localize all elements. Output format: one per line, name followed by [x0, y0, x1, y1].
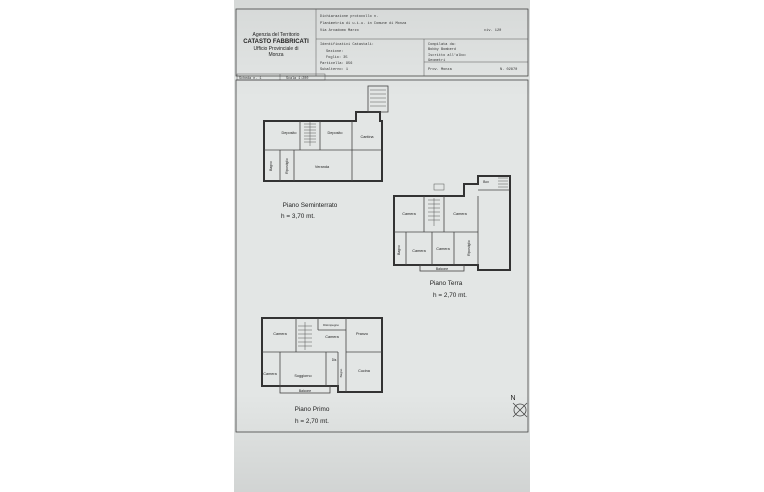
particella: Particella: 956 [320, 61, 352, 66]
room-camera-t3: Camera [412, 249, 426, 253]
sezione: Sezione: [326, 49, 343, 54]
plan-primo: Camera Disimpegno Camera Pranzo Camera S… [261, 317, 383, 394]
room-veranda: Veranda [315, 165, 330, 169]
plan-seminterrato: Deposito Deposito Cantina Bagno Ripostig… [263, 85, 389, 182]
scheda-number: Scheda n. 1 [239, 76, 261, 81]
room-deposito-1: Deposito [282, 131, 297, 135]
floor-seminterrato-height: h = 3,70 mt. [281, 213, 315, 220]
room-camera-t2: Camera [453, 212, 467, 216]
room-camera-t4: Camera [436, 247, 450, 251]
floor-terra-height: h = 2,70 mt. [433, 292, 467, 299]
doc-line-1: Dichiarazione protocollo n. [320, 14, 378, 19]
room-bagno-p: Bagno [339, 368, 343, 377]
office-line-2: CATASTO FABBRICATI [243, 39, 309, 45]
room-balcone-p: Balcone [299, 389, 311, 393]
room-cucina: Cucina [358, 369, 371, 373]
room-camera-p1: Camera [273, 332, 287, 336]
office-line-1: Agenzia del Territorio [253, 32, 300, 38]
room-soggiorno: Soggiorno [294, 374, 311, 378]
sheet-shadow [234, 0, 530, 492]
floor-terra-name: Piano Terra [430, 280, 463, 287]
room-bagno-t: Bagno [397, 245, 401, 255]
north-arrow-icon [512, 402, 528, 418]
compilata-name: Bobby Bomberd [428, 47, 456, 52]
room-balcone-t: Balcone [436, 267, 448, 271]
scala: Scala 1:200 [286, 76, 308, 81]
foglio: Foglio: 35 [326, 55, 348, 60]
office-line-4: Monza [268, 52, 283, 58]
room-camera-p3: Camera [263, 372, 277, 376]
document-sheet [234, 0, 530, 492]
room-ripostiglio-t: Ripostiglio [467, 240, 471, 256]
room-bagno-s: Bagno [269, 161, 273, 171]
room-cantina: Cantina [360, 135, 374, 139]
floor-primo-name: Piano Primo [295, 406, 330, 413]
number: N. 02870 [500, 68, 517, 72]
floor-primo-height: h = 2,70 mt. [295, 418, 329, 425]
room-pranzo: Pranzo [356, 332, 368, 336]
north-label: N [510, 395, 515, 402]
plan-terra: Box Camera Camera Bagno Camera Camera Ri… [393, 175, 511, 272]
room-dis: Dis [332, 358, 337, 362]
id-title: Identificativi Catastali: [320, 42, 374, 47]
office-line-3: Ufficio Provinciale di [254, 46, 299, 52]
room-box: Box [483, 180, 489, 184]
room-camera-t1: Camera [402, 212, 416, 216]
floor-seminterrato-name: Piano Seminterrato [283, 202, 338, 209]
civ-number: civ. 120 [484, 28, 501, 33]
room-ripostiglio-s: Ripostiglio [285, 158, 289, 174]
iscritto: Iscritto all'albo: [428, 53, 467, 58]
floor-plan-drawing: Agenzia del Territorio CATASTO FABBRICAT… [235, 8, 529, 433]
doc-line-3: Via Arcadomo Marzo [320, 28, 359, 33]
albo: Geometri [428, 58, 445, 63]
room-disimpegno: Disimpegno [323, 323, 339, 327]
room-deposito-2: Deposito [328, 131, 343, 135]
compilata-title: Compilata da: [428, 42, 456, 47]
header-frame [235, 8, 529, 77]
room-camera-p2: Camera [325, 335, 339, 339]
subalterno: Subalterno: 1 [320, 67, 348, 72]
prov: Prov. Monza [428, 67, 453, 72]
drawing-frame [235, 79, 529, 433]
doc-line-2: Planimetria di u.i.u. in Comune di Monza [320, 21, 407, 26]
